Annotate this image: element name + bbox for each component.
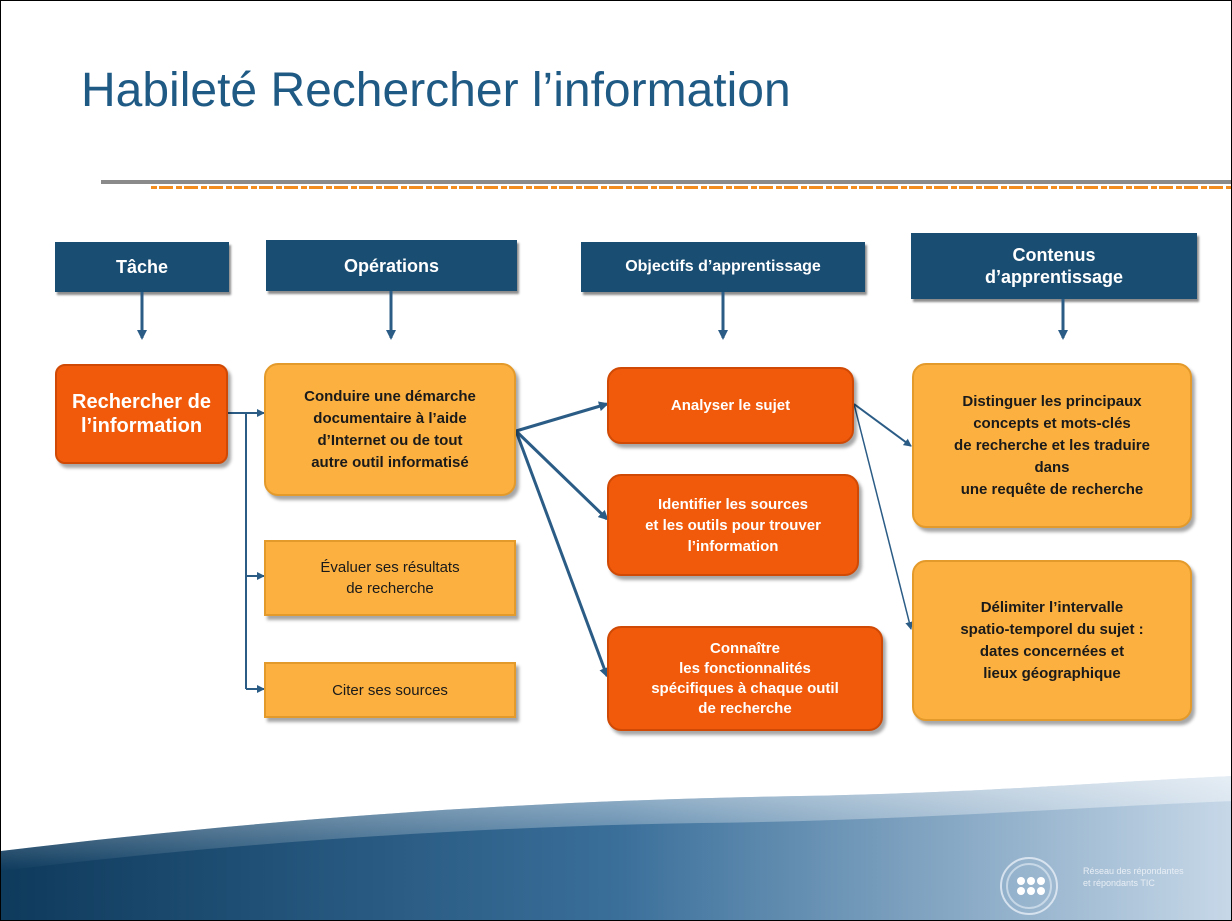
title-rule (101, 180, 1231, 184)
header-contenus: Contenus d’apprentissage (911, 233, 1197, 299)
footer-wave (1, 776, 1231, 920)
arrow-op1-obj2 (514, 429, 609, 521)
objectif-box-1: Analyser le sujet (607, 367, 854, 444)
objectif-box-3: Connaître les fonctionnalités spécifique… (607, 626, 883, 731)
objectif-box-1-label: Analyser le sujet (670, 397, 791, 414)
contenu-box-2-label: Délimiter l’intervalle spatio-temporel d… (960, 598, 1144, 682)
operation-box-1: Conduire une démarche documentaire à l’a… (264, 363, 516, 496)
operation-box-2-label: Évaluer ses résultats de recherche (320, 559, 460, 597)
arrow-op1-obj3 (514, 430, 609, 678)
header-operations: Opérations (266, 240, 517, 291)
slide-title: Habileté Rechercher l’information (81, 64, 791, 117)
operation-box-3-label: Citer ses sources (332, 681, 448, 699)
header-contenus-label: Contenus d’apprentissage (984, 245, 1124, 287)
objectif-box-3-label: Connaître les fonctionnalités spécifique… (651, 639, 839, 717)
contenu-box-1: Distinguer les principaux concepts et mo… (912, 363, 1192, 528)
network-logo-icon (1000, 857, 1058, 915)
operation-box-2: Évaluer ses résultats de recherche (264, 540, 516, 616)
header-operations-label: Opérations (343, 255, 440, 276)
header-objectifs-label: Objectifs d’apprentissage (625, 258, 821, 275)
bracket-tache-operations (228, 412, 247, 689)
title-dashed-rule (151, 186, 1231, 189)
header-tache-label: Tâche (115, 257, 169, 277)
logo-text: Réseau des répondantes et répondants TIC (1083, 866, 1184, 888)
objectif-box-2-label: Identifier les sources et les outils pou… (645, 495, 821, 555)
objectif-box-2: Identifier les sources et les outils pou… (607, 474, 859, 576)
tache-box: Rechercher de l’information (55, 364, 228, 464)
arrow-obj1-c2 (853, 403, 914, 630)
operation-box-3: Citer ses sources (264, 662, 516, 718)
contenu-box-1-label: Distinguer les principaux concepts et mo… (954, 392, 1150, 498)
header-tache: Tâche (55, 242, 229, 292)
arrow-obj1-c1 (853, 403, 912, 447)
tache-box-label: Rechercher de l’information (72, 391, 211, 437)
arrow-op1-obj1 (515, 401, 609, 433)
header-objectifs: Objectifs d’apprentissage (581, 242, 865, 292)
contenu-box-2: Délimiter l’intervalle spatio-temporel d… (912, 560, 1192, 721)
operation-box-1-label: Conduire une démarche documentaire à l’a… (304, 387, 476, 471)
